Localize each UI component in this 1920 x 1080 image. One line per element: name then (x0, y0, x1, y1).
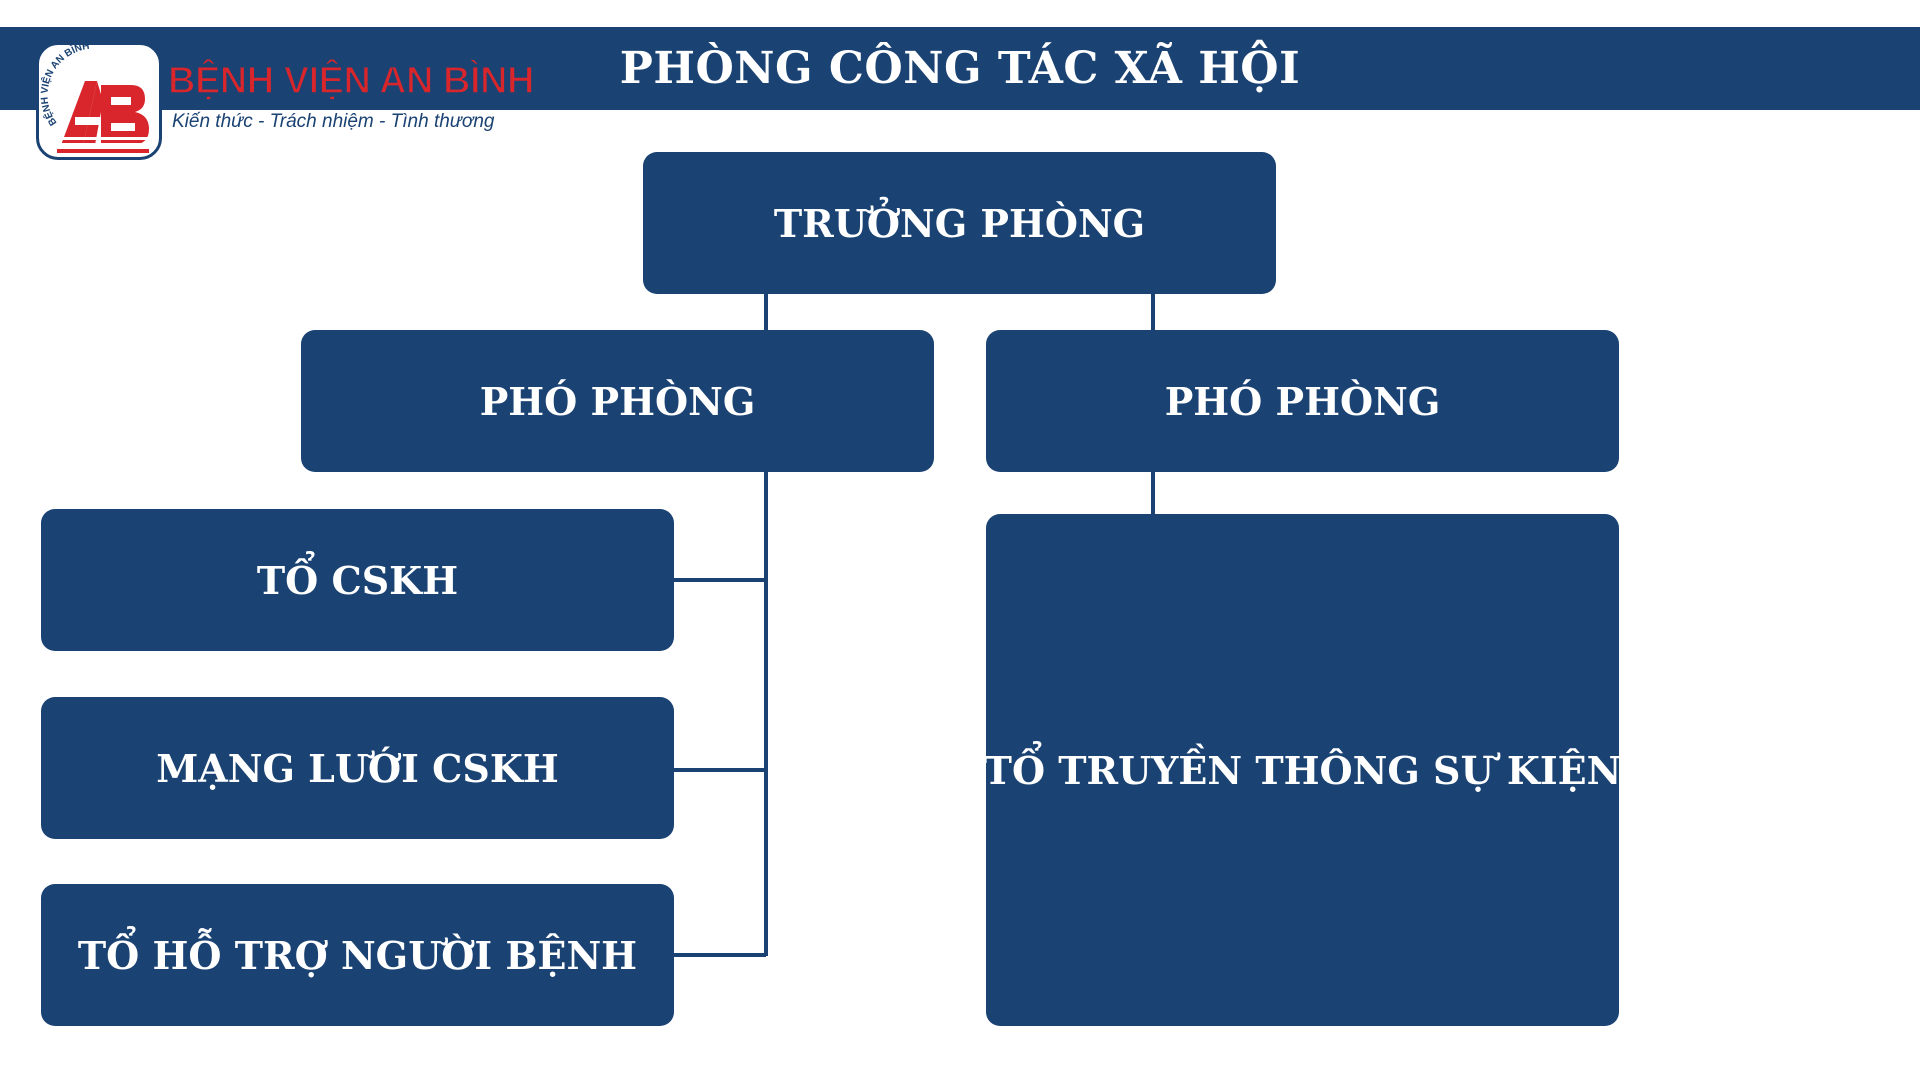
page-title: PHÒNG CÔNG TÁC XÃ HỘI (619, 43, 1301, 94)
hospital-logo-icon: BỆNH VIỆN AN BÌNH (39, 45, 149, 153)
node-head: TRƯỞNG PHÒNG (643, 152, 1276, 294)
header-band (0, 27, 1920, 110)
node-deputy-right: PHÓ PHÒNG (986, 330, 1619, 472)
node-team-communications: TỔ TRUYỀN THÔNG SỰ KIỆN (984, 514, 1621, 1026)
hospital-logo: BỆNH VIỆN AN BÌNH (36, 42, 162, 160)
node-deputy-left: PHÓ PHÒNG (301, 330, 934, 472)
brand-name: BỆNH VIỆN AN BÌNH (167, 59, 535, 103)
brand-slogan: Kiến thức - Trách nhiệm - Tình thương (172, 111, 495, 132)
node-team-network: MẠNG LƯỚI CSKH (41, 697, 674, 839)
node-team-cskh: TỔ CSKH (41, 509, 674, 651)
node-team-support: TỔ HỖ TRỢ NGƯỜI BỆNH (41, 884, 674, 1026)
